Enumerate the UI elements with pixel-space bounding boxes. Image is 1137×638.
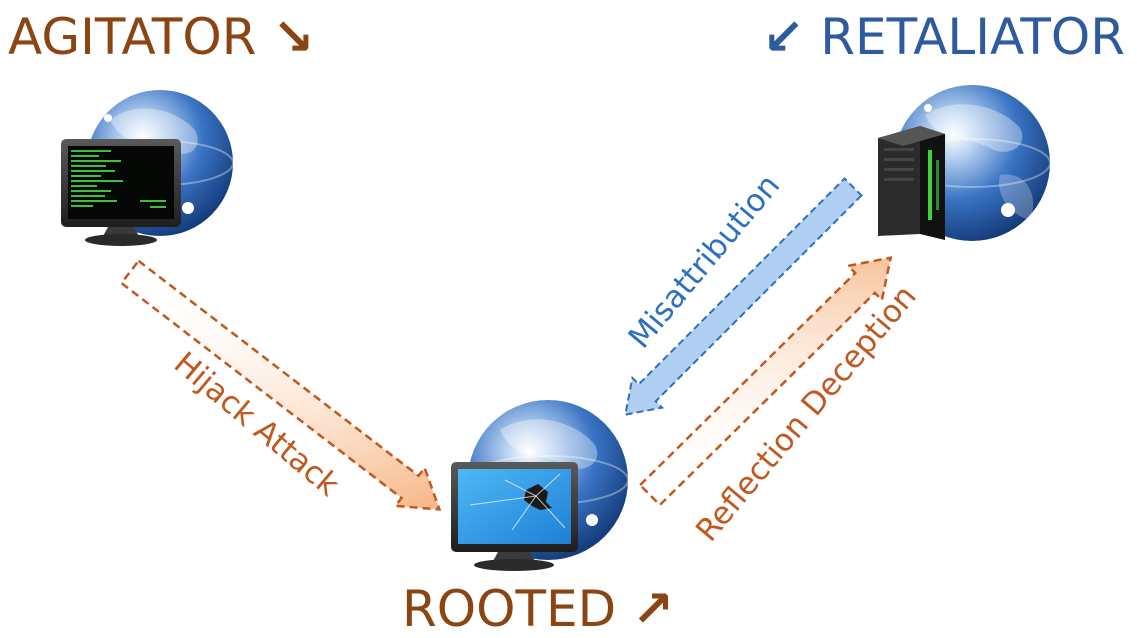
agitator-node [61,90,234,246]
rooted-label: ROOTED [402,580,617,638]
retaliator-title: ↙ RETALIATOR [762,12,1125,62]
agitator-title: AGITATOR ↘ [8,12,314,62]
reflection-deception-arrow [638,256,893,507]
agitator-label: AGITATOR [8,8,257,66]
retaliator-node [878,85,1051,241]
retaliator-arrow-icon: ↙ [762,8,805,66]
terminal-monitor-icon [61,139,181,246]
rooted-title: ROOTED ↗ [402,584,674,634]
retaliator-label: RETALIATOR [820,8,1125,66]
hijack-attack-arrow [119,259,442,511]
rooted-arrow-icon: ↗ [632,580,674,638]
misattribution-arrow [624,177,863,416]
broken-screen-monitor-icon [451,462,578,571]
agitator-arrow-icon: ↘ [272,8,315,66]
rooted-node [451,400,629,571]
server-rack-icon [878,126,945,240]
